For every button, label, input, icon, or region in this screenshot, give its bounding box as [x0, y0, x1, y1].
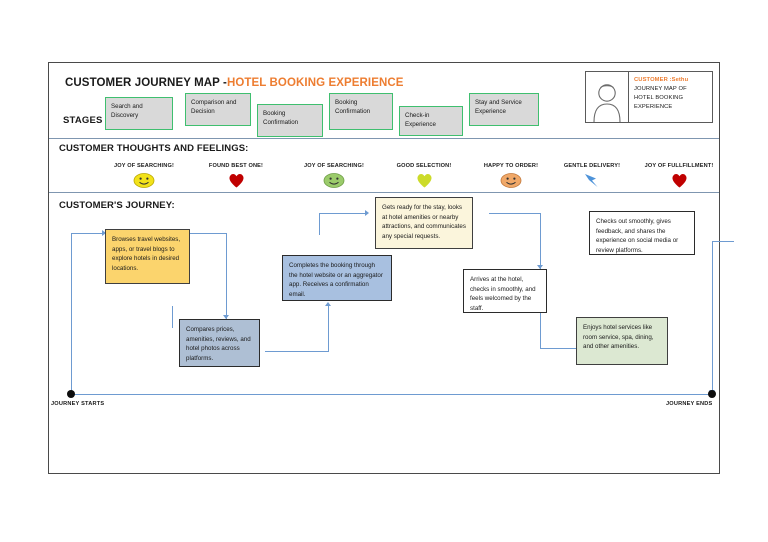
feeling-caption-7: JOY OF FULLFILLMENT!: [644, 163, 714, 169]
persona-customer-name: CUSTOMER :Sethu: [634, 77, 689, 83]
feeling-item-6: GENTLE DELIVERY!: [549, 163, 635, 188]
connector-end-vertical: [712, 241, 714, 394]
heart-icon: [189, 172, 283, 188]
feeling-item-4: GOOD SELECTION!: [379, 163, 469, 188]
feeling-caption-5: HAPPY TO ORDER!: [483, 163, 539, 169]
connector-box4-down: [540, 213, 542, 269]
baseline-connector: [71, 394, 713, 396]
connector-box3-top: [319, 213, 321, 235]
stage-box-search-and-discovery[interactable]: Search and Discovery: [105, 97, 173, 130]
feeling-caption-4: GOOD SELECTION!: [396, 163, 452, 169]
connector-box5-down: [540, 311, 542, 349]
feeling-item-7: JOY OF FULLFILLMENT!: [631, 163, 727, 188]
page-title-accent: HOTEL BOOKING EXPERIENCE: [226, 77, 404, 89]
heart-icon: [631, 172, 727, 188]
persona-text: CUSTOMER :Sethu JOURNEY MAP OF HOTEL BOO…: [629, 72, 712, 122]
smiley-face-icon: [99, 172, 189, 188]
connector-box4-out: [489, 213, 541, 215]
lightning-bolt-icon: [549, 172, 635, 188]
journey-box-completes-booking[interactable]: Completes the booking through the hotel …: [282, 255, 392, 301]
stage-box-booking-confirmation-1[interactable]: Booking Confirmation: [257, 104, 323, 137]
feeling-caption-2: FOUND BEST ONE!: [208, 163, 264, 169]
connector-to-box1: [71, 233, 104, 235]
stage-box-stay-and-service-experience[interactable]: Stay and Service Experience: [469, 93, 539, 126]
journey-section-title: CUSTOMER'S JOURNEY:: [59, 200, 175, 211]
connector-box3-top-h: [319, 213, 367, 215]
connector-arrow-box1: [102, 230, 106, 236]
feeling-caption-6: GENTLE DELIVERY!: [563, 163, 621, 169]
connector-box3-in: [172, 306, 174, 328]
section-divider-2: [49, 192, 719, 193]
connector-arrow-box3b: [325, 302, 331, 306]
feeling-caption-1: JOY OF SEARCHING!: [114, 163, 174, 169]
connector-arrow-box5: [537, 265, 543, 269]
connector-box2-up: [328, 306, 330, 352]
journey-start-dot: [67, 390, 75, 398]
stage-box-check-in-experience[interactable]: Check-in Experience: [399, 106, 463, 136]
persona-line-4: EXPERIENCE: [634, 103, 673, 110]
feeling-item-1: JOY OF SEARCHING!: [99, 163, 189, 188]
journey-box-compares-prices[interactable]: Compares prices, amenities, reviews, and…: [179, 319, 260, 367]
feeling-item-5: HAPPY TO ORDER!: [467, 163, 555, 188]
journey-box-gets-ready[interactable]: Gets ready for the stay, looks at hotel …: [375, 197, 473, 249]
journey-box-arrives-at-hotel[interactable]: Arrives at the hotel, checks in smoothly…: [463, 269, 547, 313]
journey-box-browses-travel[interactable]: Browses travel websites, apps, or travel…: [105, 229, 190, 284]
section-divider-1: [49, 138, 719, 139]
persona-line-2: JOURNEY MAP OF: [634, 85, 687, 92]
connector-box2-out: [265, 351, 329, 353]
stage-box-comparison-and-decision[interactable]: Comparison and Decision: [185, 93, 251, 126]
connector-arrow-box2: [223, 315, 229, 319]
persona-card: CUSTOMER :Sethu JOURNEY MAP OF HOTEL BOO…: [585, 71, 713, 123]
smiley-face-icon: [287, 172, 381, 188]
connector-box1-out: [189, 233, 227, 235]
smiley-face-icon: [467, 172, 555, 188]
persona-line-3: HOTEL BOOKING: [634, 94, 684, 101]
page-title-main: CUSTOMER JOURNEY MAP -: [65, 77, 227, 89]
person-avatar-icon: [586, 72, 629, 122]
page-title: CUSTOMER JOURNEY MAP -HOTEL BOOKING EXPE…: [65, 77, 404, 89]
feeling-item-3: JOY OF SEARCHING!: [287, 163, 381, 188]
connector-box1-down: [226, 233, 228, 319]
connector-arrow-box4: [365, 210, 369, 216]
stages-label: STAGES :: [63, 115, 109, 126]
connector-box6-out: [712, 241, 734, 243]
journey-box-checks-out[interactable]: Checks out smoothly, gives feedback, and…: [589, 211, 695, 255]
feelings-section-title: CUSTOMER THOUGHTS AND FEELINGS:: [59, 143, 249, 154]
connector-start-vertical: [71, 233, 73, 394]
journey-end-dot: [708, 390, 716, 398]
feeling-item-2: FOUND BEST ONE!: [189, 163, 283, 188]
journey-box-enjoys-services[interactable]: Enjoys hotel services like room service,…: [576, 317, 668, 365]
feeling-caption-3: JOY OF SEARCHING!: [304, 163, 364, 169]
journey-starts-label: JOURNEY STARTS: [51, 401, 105, 407]
heart-icon: [379, 172, 469, 188]
journey-ends-label: JOURNEY ENDS: [666, 401, 713, 407]
stage-box-booking-confirmation-2[interactable]: Booking Confirmation: [329, 93, 393, 130]
journey-map-frame: CUSTOMER JOURNEY MAP -HOTEL BOOKING EXPE…: [48, 62, 734, 474]
